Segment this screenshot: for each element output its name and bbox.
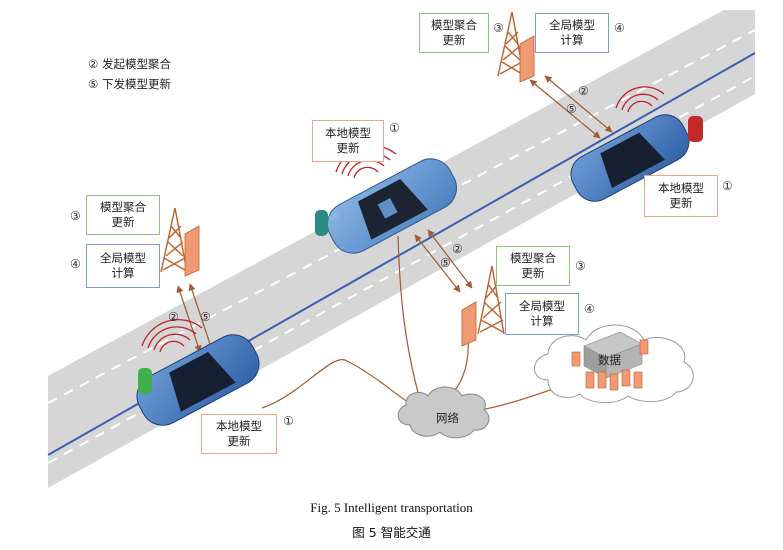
text-line: 更新	[111, 215, 135, 229]
label-aggregate-tower1: 模型聚合 更新	[419, 13, 489, 53]
data-cloud	[534, 324, 694, 403]
tower-1	[497, 11, 535, 83]
label-aggregate-tower2: 模型聚合 更新	[86, 195, 160, 235]
figure-caption-zh: 图 5 智能交通	[352, 525, 431, 540]
device-car2	[688, 116, 703, 142]
text-line: 计算	[530, 314, 554, 328]
num-3: ③	[493, 21, 504, 35]
arrow-car1-tower3-b	[427, 229, 473, 289]
link-car3	[261, 359, 413, 409]
link-car1	[397, 235, 421, 401]
text-line: 全局模型	[100, 251, 146, 265]
num-1: ①	[283, 414, 294, 428]
num-3: ③	[575, 259, 586, 273]
num-2: ②	[452, 242, 463, 256]
label-global-tower1: 全局模型 计算	[535, 13, 609, 53]
label-local-car3: 本地模型 更新	[201, 414, 277, 454]
network-label: 网络	[436, 411, 459, 425]
network-cloud	[397, 386, 490, 439]
tower-2	[160, 207, 200, 277]
data-servers	[571, 339, 649, 391]
device-car3	[138, 368, 152, 394]
num-2: ②	[168, 310, 179, 324]
label-global-tower3: 全局模型 计算	[505, 293, 579, 335]
text-line: 更新	[521, 266, 545, 280]
label-aggregate-tower3: 模型聚合 更新	[496, 246, 570, 286]
num-4: ④	[614, 21, 625, 35]
data-cube-side	[605, 343, 643, 379]
device-car1	[315, 210, 328, 236]
text-line: 更新	[336, 141, 360, 155]
car-1	[327, 158, 457, 254]
legend-item-distribute: ⑤ 下发模型更新	[88, 77, 171, 91]
data-label: 数据	[598, 353, 621, 367]
figure-caption-en: Fig. 5 Intelligent transportation	[310, 500, 473, 515]
car-3	[136, 334, 260, 426]
car-2	[570, 114, 690, 202]
text-line: 本地模型	[216, 419, 262, 433]
server-2	[184, 225, 200, 277]
text-line: 全局模型	[549, 18, 595, 32]
legend-item-initiate: ② 发起模型聚合	[88, 57, 171, 71]
text-line: 更新	[669, 196, 693, 210]
label-global-tower2: 全局模型 计算	[86, 244, 160, 288]
text-line: 模型聚合	[510, 251, 556, 265]
num-5: ⑤	[566, 102, 577, 116]
num-5: ⑤	[440, 256, 451, 270]
num-3: ③	[70, 209, 81, 223]
signal-car3	[141, 318, 203, 353]
arrows	[176, 75, 613, 353]
label-local-car2: 本地模型 更新	[644, 175, 718, 217]
text-line: 模型聚合	[431, 18, 477, 32]
arrow-tower1-car2-b	[544, 75, 613, 133]
text-line: 本地模型	[658, 181, 704, 195]
server-3	[461, 301, 477, 347]
signal-car2	[615, 86, 665, 113]
num-5: ⑤	[200, 310, 211, 324]
text-line: 计算	[111, 266, 135, 280]
text-line: 全局模型	[519, 299, 565, 313]
num-1: ①	[722, 179, 733, 193]
text-line: 计算	[560, 33, 584, 47]
text-line: 本地模型	[325, 126, 371, 140]
num-2: ②	[578, 84, 589, 98]
label-local-car1: 本地模型 更新	[312, 120, 384, 162]
text-line: 更新	[227, 434, 251, 448]
text-line: 更新	[442, 33, 466, 47]
num-4: ④	[70, 257, 81, 271]
tower-3	[461, 265, 505, 347]
arrow-tower2-car3-b	[188, 283, 214, 351]
server-1	[519, 35, 535, 83]
num-1: ①	[389, 121, 400, 135]
num-4: ④	[584, 302, 595, 316]
text-line: 模型聚合	[100, 200, 146, 214]
